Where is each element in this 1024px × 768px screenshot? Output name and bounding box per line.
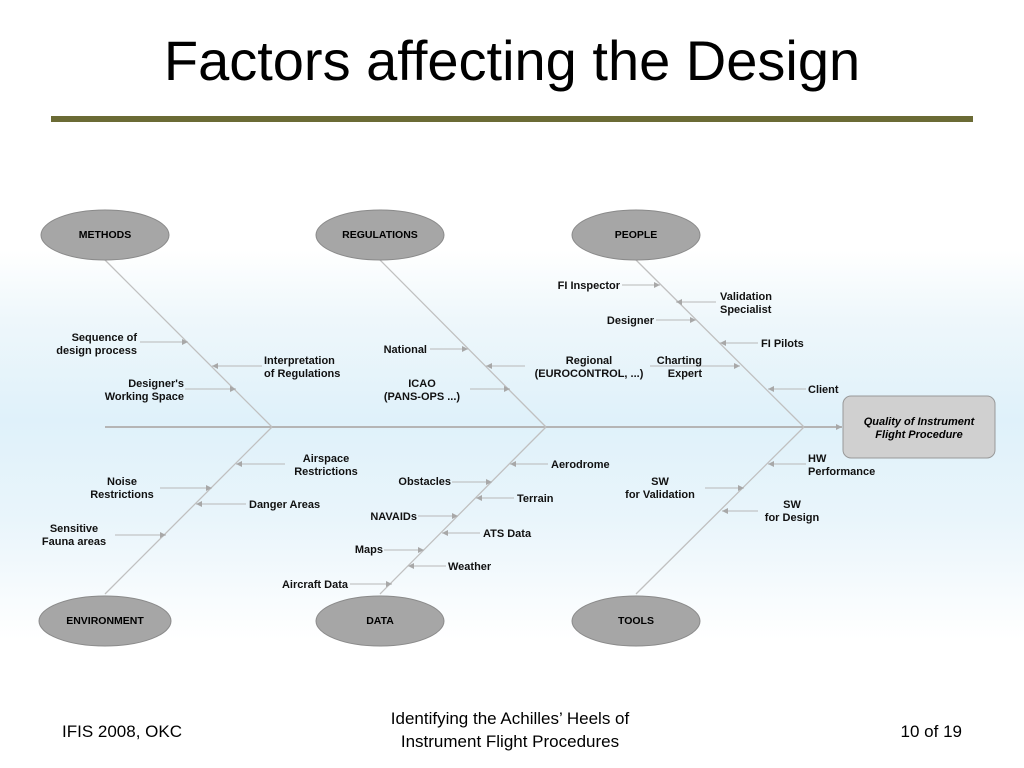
cause-validation-specialist: Validation Specialist <box>720 291 772 316</box>
svg-text:Noise: Noise <box>107 476 137 488</box>
svg-text:Validation: Validation <box>720 291 772 303</box>
svg-text:ENVIRONMENT: ENVIRONMENT <box>66 615 144 627</box>
category-regulations: REGULATIONS <box>315 209 445 261</box>
cause-airspace-restrictions: Airspace Restrictions <box>294 453 358 478</box>
footer-title-line-2: Instrument Flight Procedures <box>400 732 620 751</box>
effect-box: Quality of Instrument Flight Procedure <box>842 395 996 459</box>
svg-text:DATA: DATA <box>366 615 394 627</box>
svg-text:for Validation: for Validation <box>625 489 695 501</box>
svg-text:PEOPLE: PEOPLE <box>615 229 658 241</box>
cause-noise-restrictions: Noise Restrictions <box>90 476 154 501</box>
svg-text:HW: HW <box>808 453 827 465</box>
cause-navaids: NAVAIDs <box>370 511 417 523</box>
cause-aircraft-data: Aircraft Data <box>282 579 349 591</box>
slide-title: Factors affecting the Design <box>163 29 861 92</box>
cause-interpretation-of-regulations: Interpretation of Regulations <box>264 355 340 380</box>
footer-presentation-title: Identifying the Achilles’ Heels of Instr… <box>340 707 680 752</box>
bone-tools <box>635 426 805 595</box>
svg-text:Quality of Instrument: Quality of Instrument <box>864 416 976 428</box>
cause-maps: Maps <box>355 544 383 556</box>
svg-text:(EUROCONTROL, ...): (EUROCONTROL, ...) <box>535 368 644 380</box>
svg-text:design process: design process <box>56 345 137 357</box>
cause-designers-working-space: Designer's Working Space <box>105 378 184 403</box>
svg-text:REGULATIONS: REGULATIONS <box>342 229 418 241</box>
svg-text:of Regulations: of Regulations <box>264 368 340 380</box>
cause-aerodrome: Aerodrome <box>551 459 610 471</box>
svg-text:Working Space: Working Space <box>105 391 184 403</box>
footer-title-line-1: Identifying the Achilles’ Heels of <box>390 709 630 728</box>
category-methods: METHODS <box>40 209 170 261</box>
svg-text:Fauna areas: Fauna areas <box>42 536 106 548</box>
cause-weather: Weather <box>448 561 492 573</box>
title-underline <box>51 116 973 122</box>
bone-regulations <box>379 259 547 428</box>
svg-text:Regional: Regional <box>566 355 612 367</box>
cause-fi-pilots: FI Pilots <box>761 338 804 350</box>
svg-text:SW: SW <box>783 499 801 511</box>
category-environment: ENVIRONMENT <box>38 595 172 647</box>
cause-icao-pans-ops: ICAO (PANS-OPS ...) <box>384 378 461 403</box>
svg-text:for Design: for Design <box>765 512 820 524</box>
bone-data <box>379 426 547 595</box>
cause-terrain: Terrain <box>517 493 554 505</box>
svg-text:Interpretation: Interpretation <box>264 355 335 367</box>
cause-sw-for-validation: SW for Validation <box>625 476 695 501</box>
svg-text:Restrictions: Restrictions <box>90 489 154 501</box>
bone-environment <box>104 426 273 595</box>
svg-text:TOOLS: TOOLS <box>618 615 654 627</box>
category-tools: TOOLS <box>571 595 701 647</box>
cause-regional-eurocontrol: Regional (EUROCONTROL, ...) <box>535 355 644 380</box>
svg-text:Expert: Expert <box>668 368 703 380</box>
svg-text:(PANS-OPS ...): (PANS-OPS ...) <box>384 391 461 403</box>
bone-methods <box>104 259 273 428</box>
footer-event: IFIS 2008, OKC <box>62 722 182 741</box>
cause-sensitive-fauna-areas: Sensitive Fauna areas <box>42 523 106 548</box>
svg-text:Performance: Performance <box>808 466 875 478</box>
svg-text:Sensitive: Sensitive <box>50 523 98 535</box>
svg-text:Sequence of: Sequence of <box>72 332 138 344</box>
cause-national: National <box>384 344 427 356</box>
svg-text:Charting: Charting <box>657 355 702 367</box>
svg-text:SW: SW <box>651 476 669 488</box>
cause-fi-inspector: FI Inspector <box>558 280 621 292</box>
cause-charting-expert: Charting Expert <box>657 355 703 380</box>
cause-hw-performance: HW Performance <box>808 453 875 478</box>
category-people: PEOPLE <box>571 209 701 261</box>
cause-danger-areas: Danger Areas <box>249 499 320 511</box>
svg-text:METHODS: METHODS <box>79 229 132 241</box>
svg-text:ICAO: ICAO <box>408 378 436 390</box>
svg-text:Airspace: Airspace <box>303 453 349 465</box>
svg-text:Designer's: Designer's <box>128 378 184 390</box>
footer-page-number: 10 of 19 <box>900 722 962 741</box>
cause-sw-for-design: SW for Design <box>765 499 820 524</box>
svg-text:Restrictions: Restrictions <box>294 466 358 478</box>
svg-text:Specialist: Specialist <box>720 304 772 316</box>
cause-client: Client <box>808 384 839 396</box>
cause-ats-data: ATS Data <box>483 528 532 540</box>
cause-obstacles: Obstacles <box>398 476 451 488</box>
cause-designer: Designer <box>607 315 655 327</box>
category-data: DATA <box>315 595 445 647</box>
cause-sequence-of-design-process: Sequence of design process <box>56 332 137 357</box>
svg-text:Flight Procedure: Flight Procedure <box>875 429 962 441</box>
